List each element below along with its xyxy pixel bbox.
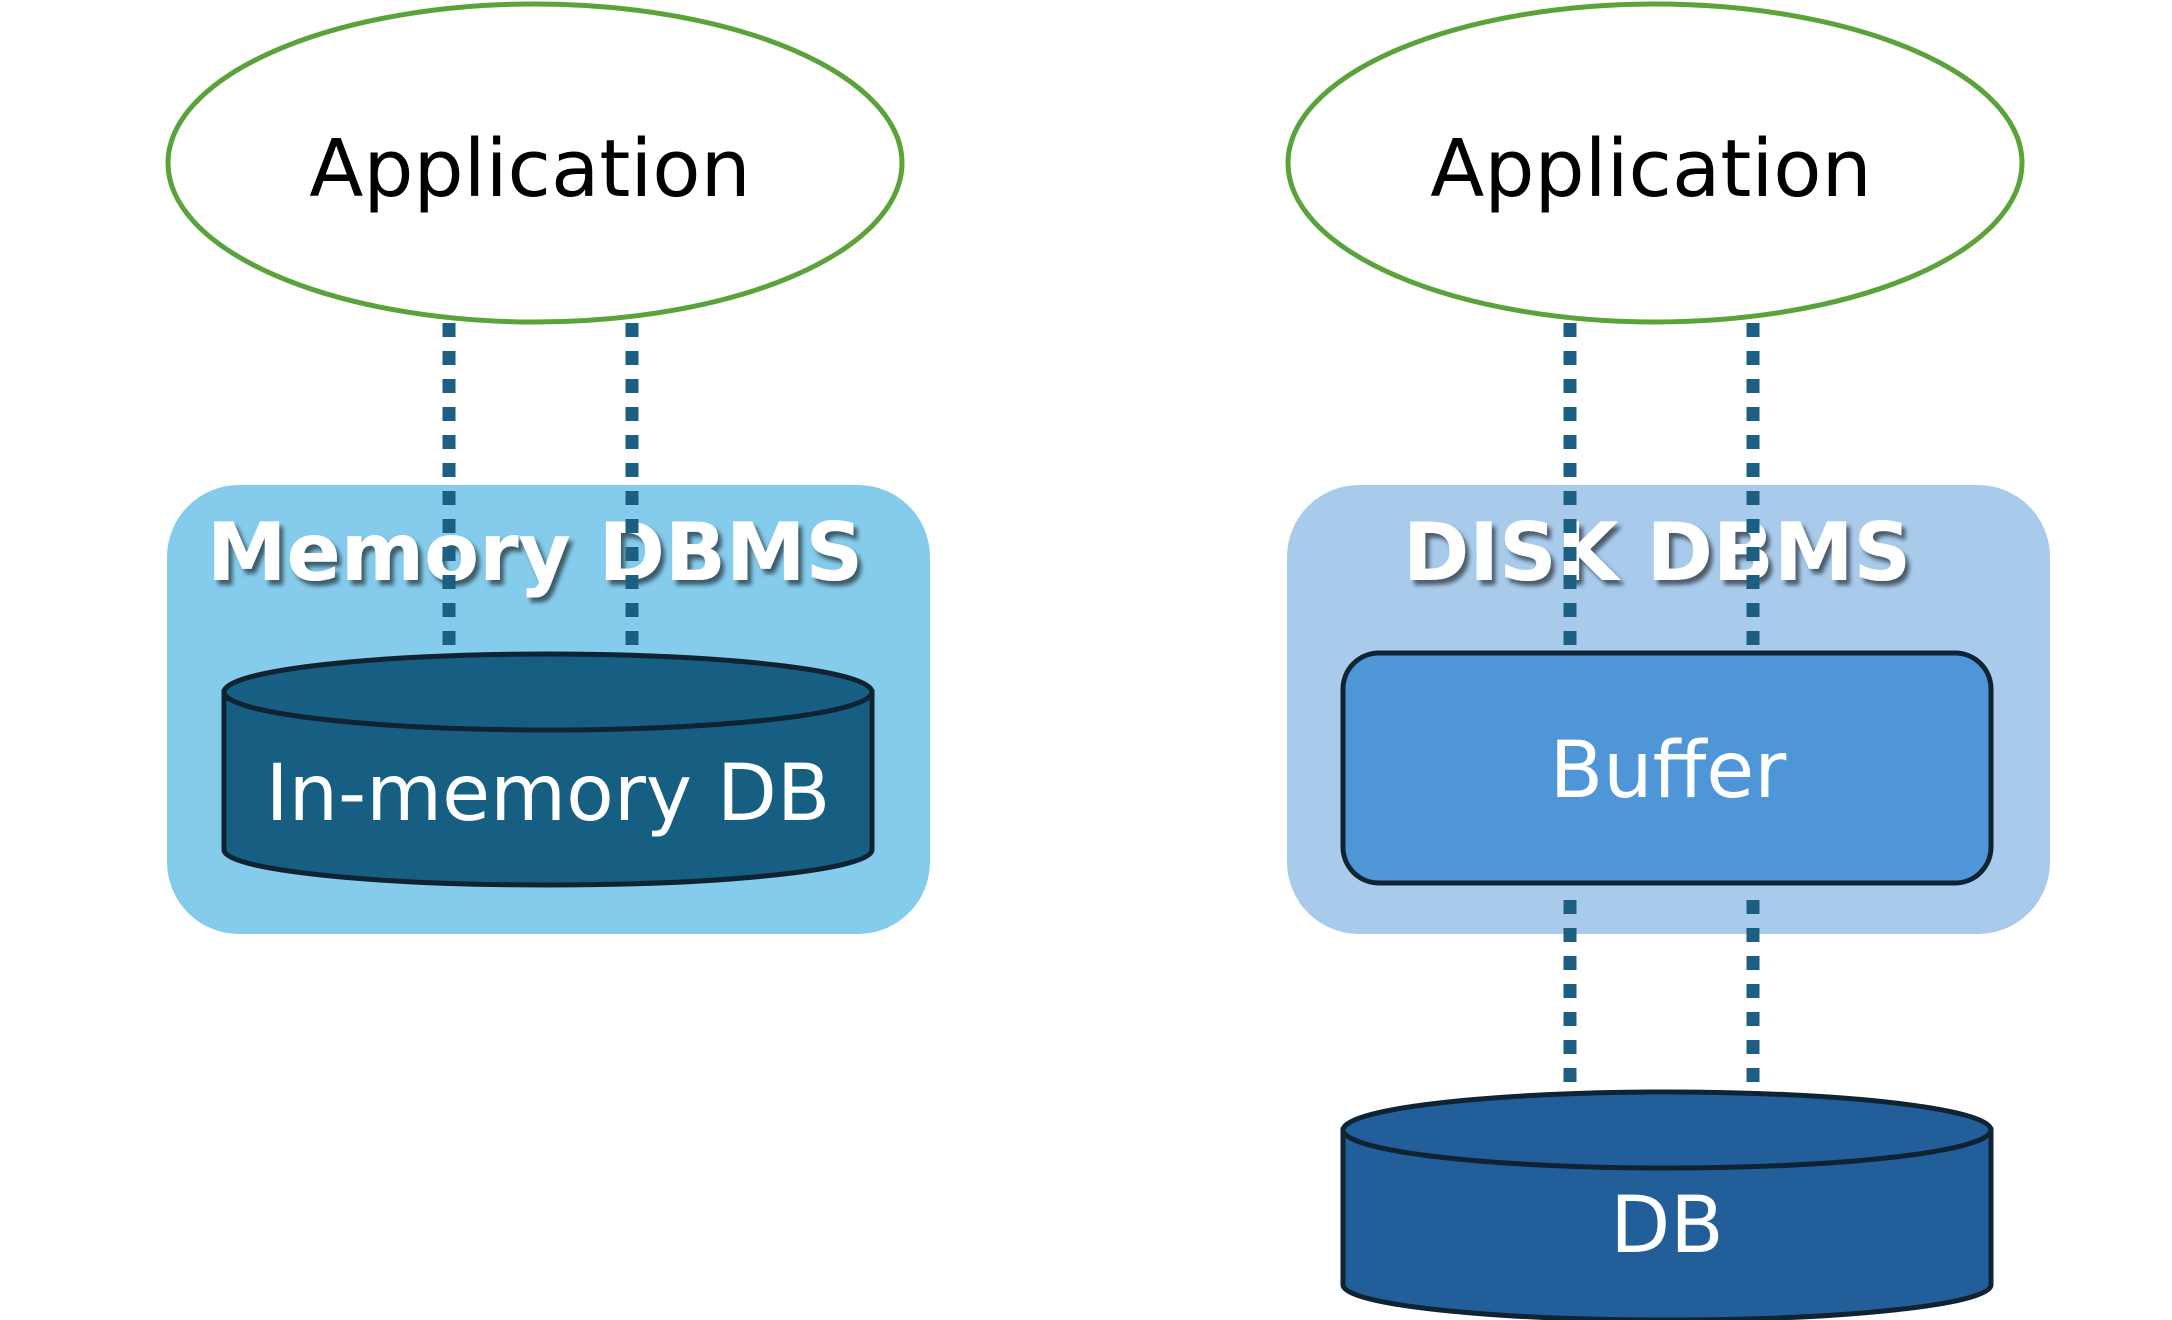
buffer-box	[1340, 650, 1994, 886]
inmemory-db-cylinder	[221, 651, 875, 888]
application-label-right: Application	[1430, 123, 1871, 215]
memory-dbms-title: Memory DBMS	[207, 506, 863, 599]
disk-dbms-diagram: Application DISK DBMS Buffer DB	[1285, 1, 2050, 1320]
memory-dbms-diagram: Application Memory DBMS In-memory DB	[165, 1, 930, 934]
application-ellipse-left	[165, 1, 905, 325]
application-ellipse-right	[1285, 1, 2025, 325]
application-label-left: Application	[309, 123, 750, 215]
disk-db-cylinder	[1340, 1089, 1994, 1320]
inmemory-db-label: In-memory DB	[266, 749, 831, 839]
buffer-label: Buffer	[1550, 726, 1788, 816]
disk-dbms-title: DISK DBMS	[1403, 506, 1911, 599]
disk-db-label: DB	[1610, 1181, 1724, 1271]
